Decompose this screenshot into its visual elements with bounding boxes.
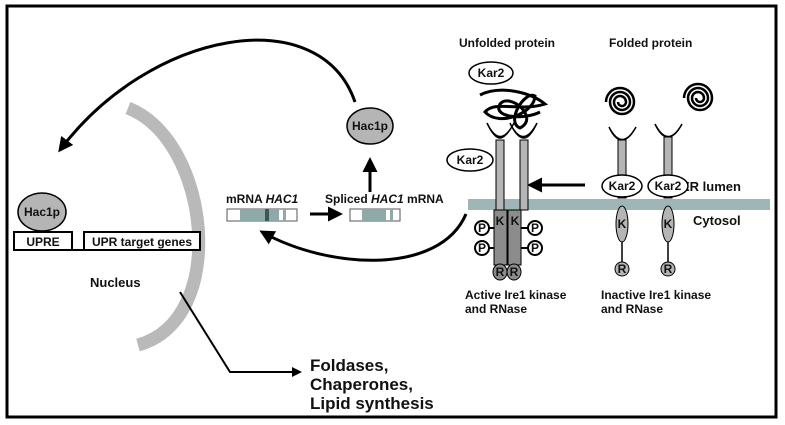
output-chaperones: Chaperones,: [310, 375, 413, 394]
cytosol-label: Cytosol: [693, 213, 741, 228]
folded-protein-icon-1: [604, 86, 636, 116]
active-ire1-label-2: and RNase: [465, 302, 527, 316]
active-rnase-label-left: R: [496, 265, 505, 279]
folded-protein-icon-2: [682, 82, 714, 112]
inactive-rnase-label-1: R: [618, 262, 627, 276]
active-ire1-label-1: Active Ire1 kinase: [465, 288, 567, 302]
phospho-label-3: P: [531, 221, 539, 235]
phospho-label-4: P: [531, 241, 539, 255]
output-lipid-synthesis: Lipid synthesis: [310, 394, 434, 413]
hac1p-cytosol-node: [346, 107, 394, 145]
inactive-kinase-label-2: K: [664, 217, 673, 231]
kar2-inactive-1: [601, 174, 643, 198]
kar2-label-inactive-2: Kar2: [655, 179, 682, 193]
nucleus-label: Nucleus: [90, 275, 141, 290]
inactive-kinase-label-1: K: [618, 217, 627, 231]
er-membrane: [468, 199, 770, 210]
mrna-hac1-label: mRNA HAC1: [226, 192, 299, 206]
kar2-inactive-2: [647, 174, 689, 198]
phosphate-groups: [474, 220, 543, 256]
hac1p-cytosol-label: Hac1p: [352, 119, 388, 133]
kar2-label-top: Kar2: [478, 66, 505, 80]
arrow-ire1-to-mrna: [259, 213, 468, 262]
target-genes-label: UPR target genes: [92, 235, 192, 249]
phospho-label-1: P: [478, 221, 486, 235]
hac1p-nuclear-label: Hac1p: [24, 205, 60, 219]
active-kinase-label-right: K: [511, 214, 520, 228]
active-rnase-label-right: R: [510, 265, 519, 279]
upre-box: [13, 231, 73, 251]
kar2-label-inactive-1: Kar2: [609, 179, 636, 193]
spliced-mrna-shape: [349, 208, 401, 222]
folded-protein-heading: Folded protein: [609, 36, 692, 50]
target-genes-box: [83, 231, 201, 251]
nuclear-envelope: [125, 101, 206, 352]
inactive-rnase-label-2: R: [664, 262, 673, 276]
active-ire1-dimer: [486, 122, 538, 281]
unfolded-protein-heading: Unfolded protein: [459, 36, 555, 50]
inactive-ire1-label-1: Inactive Ire1 kinase: [601, 288, 711, 302]
active-kinase-label-left: K: [496, 214, 505, 228]
inactive-ire1-2: [654, 123, 683, 277]
arrow-to-outputs: [179, 291, 302, 377]
figure-frame: [5, 4, 778, 419]
kar2-bound-unfolded: [468, 61, 514, 85]
kar2-free: [446, 148, 494, 172]
kar2-label-left: Kar2: [457, 153, 484, 167]
er-lumen-label: ER lumen: [681, 179, 741, 194]
inactive-ire1-label-2: and RNase: [601, 302, 663, 316]
arrow-hac1p-to-nucleus: [58, 38, 357, 153]
unfolded-protein-icon: [479, 88, 549, 130]
upre-label: UPRE: [26, 235, 59, 249]
phospho-label-2: P: [478, 241, 486, 255]
inactive-ire1-1: [608, 126, 637, 277]
output-foldases: Foldases,: [310, 356, 388, 375]
spliced-mrna-label: Spliced HAC1 mRNA: [325, 192, 444, 206]
mrna-hac1-shape: [226, 208, 298, 222]
